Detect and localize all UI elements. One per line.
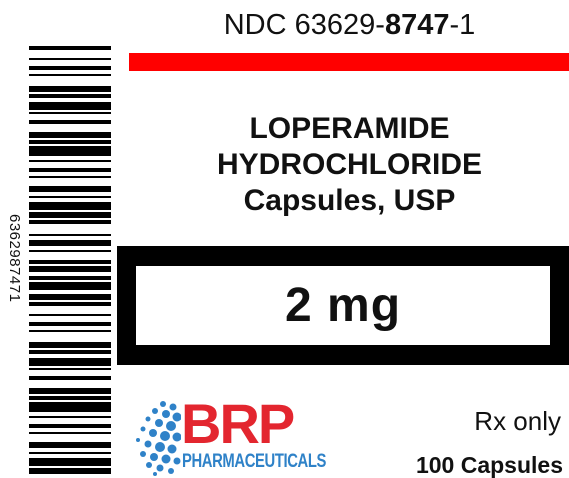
barcode-bar [29,250,111,252]
barcode-number: 6362987471 [6,213,23,303]
barcode-bar [29,452,111,454]
logo-dot [160,431,170,441]
barcode-bar [29,302,111,306]
barcode-bar [29,168,111,172]
barcode-bar [29,416,111,418]
barcode-bar [29,376,111,380]
logo-dot [172,412,181,422]
logo-dot [160,401,166,407]
logo-dot [140,451,146,457]
barcode-bar [29,240,111,246]
barcode-bar [29,140,111,144]
brand-name: BRP [181,392,295,455]
logo-dot [144,440,152,448]
logo-dot [162,410,170,418]
package-count: 100 Capsules [415,452,563,478]
barcode-bar [29,86,111,92]
barcode-bar [29,388,111,394]
barcode-bar [29,66,111,70]
barcode-bar [29,146,111,156]
barcode-bar [29,176,111,178]
barcode-bar [29,266,111,272]
logo-dot [153,472,157,476]
barcode-bar [29,160,111,162]
barcode-bar [29,442,111,448]
logo-dot [169,403,177,411]
barcode-bar [29,260,111,264]
barcode-bar [29,402,111,412]
strength-inner: 2 mg [136,266,550,345]
barcode-bar [29,186,111,192]
barcode-bar [29,330,111,332]
barcode-bar [29,202,111,210]
barcode [29,46,111,474]
logo-dot [161,454,171,464]
barcode-bar [29,282,111,290]
logo-dot [136,438,140,442]
barcode-bar [29,322,111,326]
logo-dot [140,426,146,432]
barcode-bar [29,368,111,370]
barcode-bar [29,424,111,428]
barcode-bar [29,46,111,50]
barcode-bar [29,314,111,316]
logo-dot [172,432,181,442]
logo-dot [149,429,157,437]
ndc-labeler: 63629- [294,9,385,41]
molecule-dots-icon [136,401,181,476]
logo-dot [168,468,174,474]
rx-only: Rx only [474,406,561,436]
barcode-bar [29,112,111,114]
barcode-bar [29,358,111,366]
barcode-bar [29,132,111,138]
logo-dot [150,453,158,461]
barcode-bar [29,102,111,110]
drug-form: Capsules, USP [243,184,456,217]
ndc-product: 8747 [384,9,450,41]
brand-subtitle: PHARMACEUTICALS [182,451,326,472]
ndc-code: NDC 63629-8747-1 [130,8,569,42]
logo-dot [167,444,177,454]
drug-name-line2: HYDROCHLORIDE [216,148,482,181]
strength-value: 2 mg [284,278,402,332]
barcode-bar [29,74,111,76]
barcode-bar [29,234,111,236]
ndc-package: -1 [449,9,476,41]
barcode-bar [29,432,111,434]
barcode-bar [29,350,111,354]
barcode-bar [29,342,111,348]
logo-dot [173,457,181,465]
logo-dot [166,421,176,431]
barcode-bar [29,58,111,60]
barcode-bar [29,468,111,474]
drug-name-line1: LOPERAMIDE [249,112,450,145]
logo-dot [156,464,164,472]
logo-dot [155,442,165,452]
logo-dot [145,416,151,422]
logo-dot [152,408,158,414]
red-stripe [129,53,569,71]
barcode-bar [29,120,111,124]
barcode-bar [29,220,111,224]
barcode-bar [29,196,111,198]
barcode-bar [29,94,111,98]
barcode-bar [29,458,111,466]
barcode-bar [29,294,111,300]
ndc-prefix: NDC [223,9,287,41]
logo-dot [146,462,152,468]
logo-dot [155,419,163,427]
barcode-bar [29,276,111,280]
barcode-bar [29,212,111,218]
barcode-bar [29,396,111,400]
strength-box: 2 mg [117,246,569,365]
